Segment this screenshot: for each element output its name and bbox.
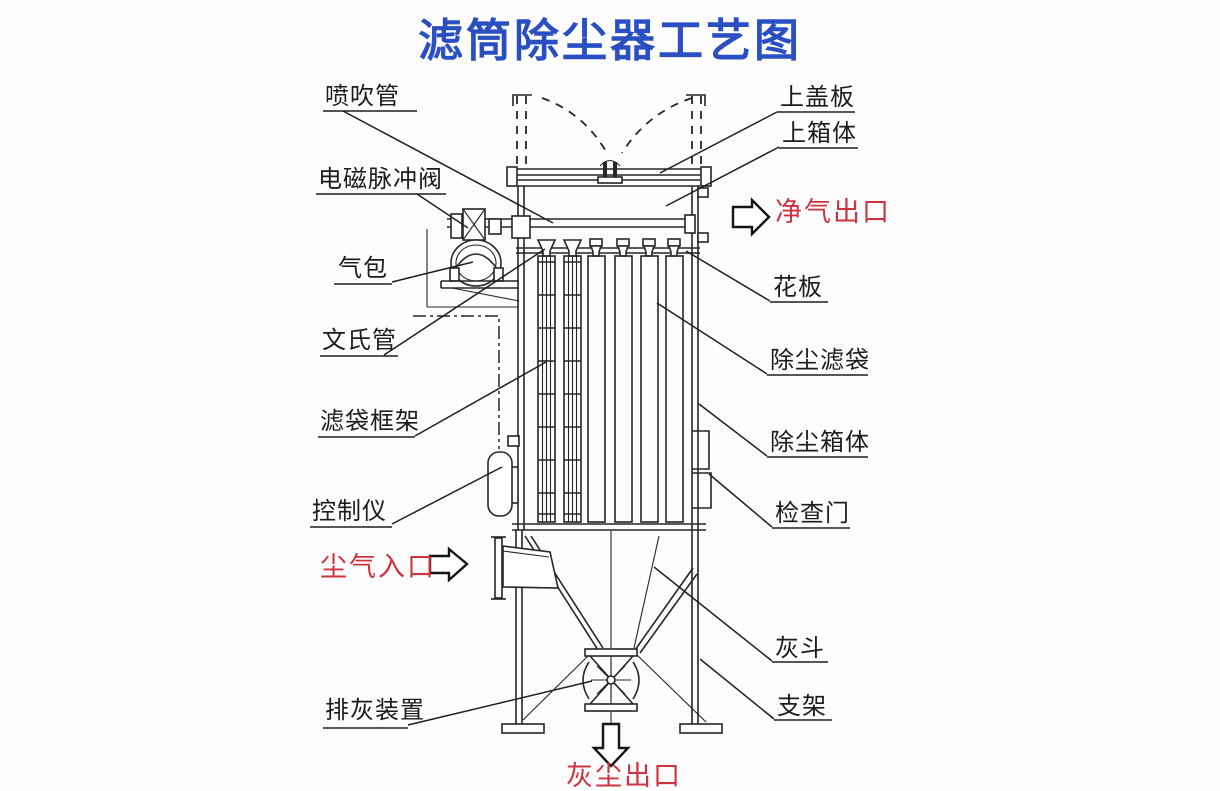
controller-unit [487,435,520,517]
wall-clamp [507,435,520,447]
cover-hinge-mark-left [512,94,532,106]
inspection-door [692,430,712,509]
dust-filter-bag-4 [614,255,633,523]
venturi-3 [589,238,603,257]
venturi-6 [667,238,681,257]
ash-discharge-valve [582,648,640,712]
label-dust-outlet: 灰尘出口 [566,761,682,791]
flow-labels: 尘气入口 净气出口 灰尘出口 [320,197,891,791]
label-controller: 控制仪 [312,498,387,525]
label-solenoid-pulse-valve: 电磁脉冲阀 [318,166,443,193]
inlet-duct [491,536,560,600]
brace-left [522,654,590,721]
leg-foot-left [501,723,545,734]
label-dust-collector-box-body: 除尘箱体 [770,429,870,456]
label-ash-hopper: 灰斗 [775,635,825,662]
venturi-4 [616,238,630,257]
cover-swing-arc-right [621,97,693,154]
control-air-line [413,315,500,449]
label-filter-bag-cage: 滤袋框架 [320,408,420,435]
lifting-lug [597,159,623,184]
label-support-frame: 支架 [777,693,827,720]
label-ash-discharge-device: 排灰装置 [325,697,425,724]
label-blow-pipe: 喷吹管 [325,83,400,110]
brace-right [633,651,707,723]
dust-outlet-arrow-icon [591,722,631,768]
blow-pipe-end-cap [684,214,696,234]
cover-swing-arc-left [541,97,608,154]
cover-hinge-mark-right [686,94,706,106]
filter-bag-cage-2 [563,255,582,523]
label-dust-filter-bag: 除尘滤袋 [770,347,870,374]
pulse-jet-system [413,208,696,449]
page-title: 滤筒除尘器工艺图 [417,16,802,66]
hopper-top-plate [512,523,706,531]
label-tube-sheet: 花板 [773,274,823,301]
outlet-flange-bottom [697,232,709,243]
valve-mounting-frame [426,229,518,308]
dust-filter-bag-3 [587,255,606,523]
label-upper-box-body: 上箱体 [782,120,857,147]
air-tank-bracket [440,280,520,302]
label-air-tank: 气包 [338,255,388,282]
clean-air-outlet-arrow-icon [731,197,771,237]
air-tank [449,239,504,287]
label-inspection-door: 检查门 [775,500,850,527]
dust-filter-bag-6 [665,255,684,523]
filter-bag-cage-1 [537,255,556,523]
top-cover-plate [506,159,712,187]
open-cover-dashed-lines [512,94,706,168]
dusty-air-inlet-arrow-icon [428,546,469,583]
wall-penetration-box [511,215,531,239]
label-top-cover-plate: 上盖板 [780,84,855,111]
dust-filter-bag-5 [640,255,659,523]
label-venturi-tube: 文氏管 [322,327,397,354]
venturi-row [536,238,681,257]
component-labels: 喷吹管 电磁脉冲阀 气包 文氏管 滤袋框架 控制仪 排灰装置 上盖板 上箱体 花… [312,83,870,724]
outlet-flange-top [697,187,709,198]
label-dusty-air-inlet: 尘气入口 [320,552,436,582]
label-clean-air-outlet: 净气出口 [775,197,891,227]
callout-lines [310,110,868,729]
collector-box-walls [517,186,709,724]
leg-foot-right [679,723,723,734]
